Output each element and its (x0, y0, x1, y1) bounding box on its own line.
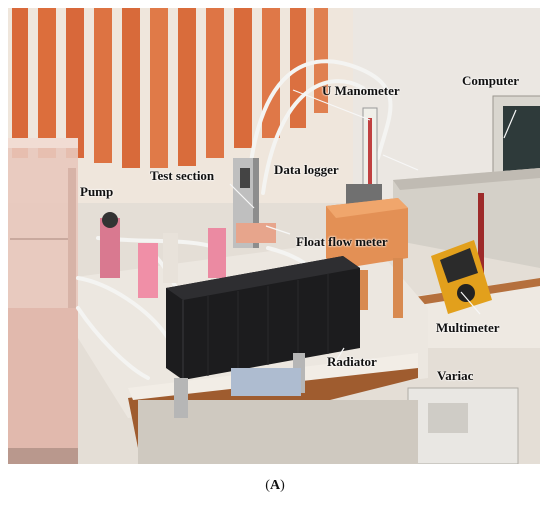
test-section-stand (233, 158, 276, 248)
bracket-left (174, 378, 188, 418)
caption-close-paren: ) (280, 478, 285, 493)
annotation-lines (229, 89, 517, 365)
multimeter-device (431, 240, 492, 314)
side-table (393, 168, 540, 348)
fan-base (231, 368, 301, 396)
experimental-setup-photo: Pump Test section U Manometer Data logge… (8, 8, 540, 464)
label-variac: Variac (437, 368, 474, 383)
label-test-section: Test section (150, 168, 215, 183)
label-radiator: Radiator (327, 354, 377, 369)
label-pump: Pump (80, 184, 114, 199)
label-u-manometer: U Manometer (322, 83, 400, 98)
label-data-logger: Data logger (274, 162, 339, 177)
label-multimeter: Multimeter (436, 320, 500, 335)
variac-panel (428, 403, 468, 433)
caption-letter: A (269, 478, 281, 493)
setup-illustration (8, 8, 540, 464)
pump-assembly (100, 212, 226, 298)
water-tank (8, 138, 78, 464)
radiator-device (166, 256, 360, 380)
figure-caption: (A) (0, 478, 550, 494)
label-float-flow-meter: Float flow meter (296, 234, 388, 249)
label-computer: Computer (462, 73, 520, 88)
caption-open-paren: ( (265, 478, 270, 493)
